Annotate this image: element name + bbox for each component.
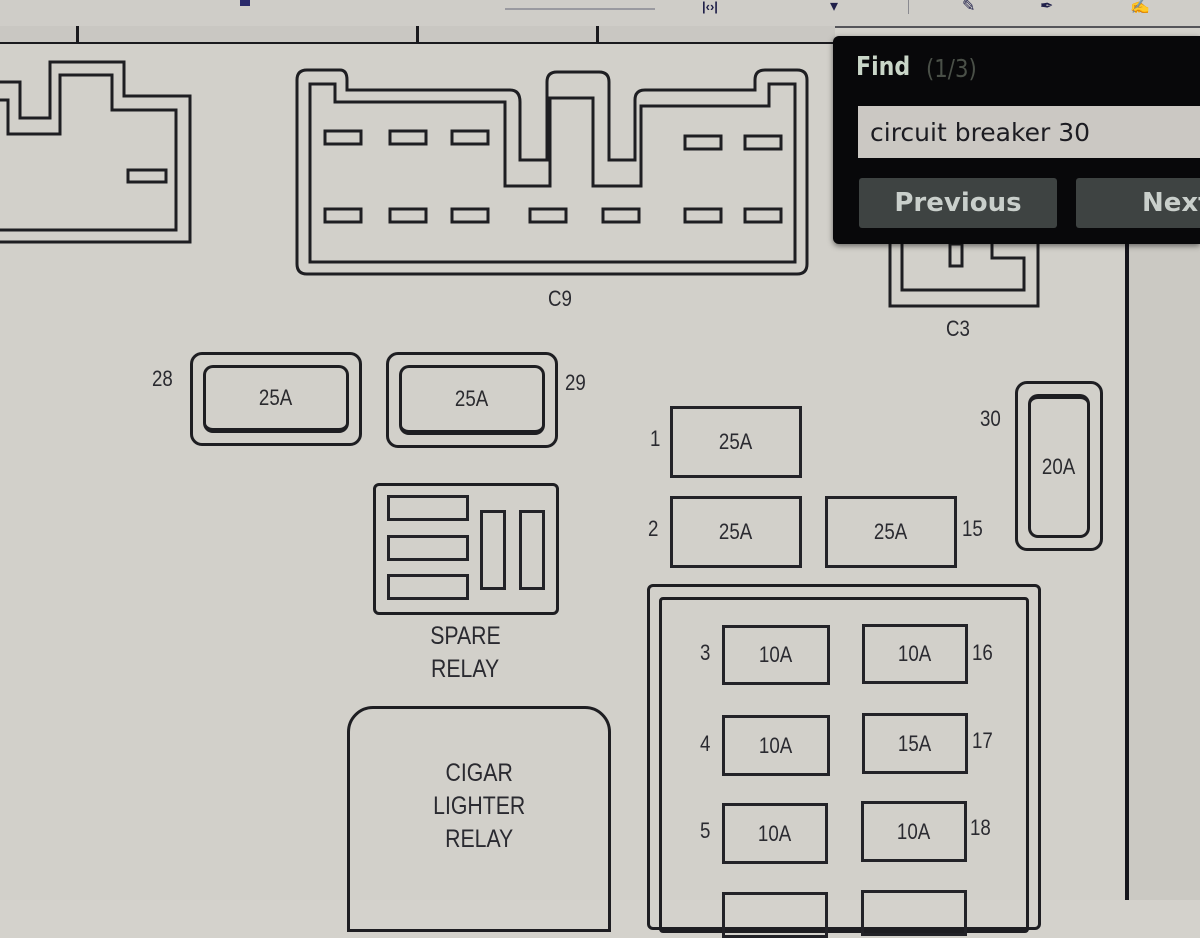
fuse-rating: 10A	[758, 820, 792, 846]
connector-pin	[388, 207, 428, 224]
fuse-partial[interactable]	[861, 890, 967, 936]
fuse-number: 2	[648, 516, 659, 541]
connector-pin	[683, 207, 723, 224]
fuse-17[interactable]: 15A	[862, 713, 968, 774]
label-line: RELAY	[430, 655, 500, 683]
fuse-number: 16	[972, 640, 993, 665]
connector-pin	[126, 168, 168, 184]
fuse-rating: 10A	[759, 642, 793, 667]
connector-pin	[450, 207, 490, 224]
viewer-toolbar: |‹›| ▾ ✎ ✒ ✍	[0, 0, 1200, 28]
breaker-number: 28	[152, 366, 173, 391]
breaker-number: 30	[980, 406, 1001, 431]
connector-pin	[323, 207, 363, 224]
fuse-rating: 25A	[719, 519, 753, 544]
circuit-breaker-30[interactable]: 20A	[1015, 381, 1103, 551]
header-tick	[596, 26, 599, 42]
fuse-3[interactable]: 10A	[722, 625, 830, 685]
fuse-rating: 10A	[898, 641, 932, 666]
label-line: RELAY	[444, 825, 514, 853]
relay-terminal	[480, 510, 506, 590]
breaker-number: 29	[565, 370, 586, 395]
find-dialog: Find (1/3) Previous Next	[833, 36, 1200, 244]
fuse-rating: 25A	[874, 519, 908, 544]
cigar-lighter-relay[interactable]: CIGAR LIGHTER RELAY	[347, 706, 611, 932]
connector-pin	[948, 242, 964, 268]
fuse-number: 4	[700, 731, 711, 756]
fuse-2[interactable]: 25A	[670, 496, 802, 568]
chevron-down-icon[interactable]: ▾	[830, 0, 839, 15]
connector-pin	[323, 129, 363, 146]
breaker-rating: 20A	[1042, 454, 1076, 479]
mini-fuse-panel	[647, 584, 1041, 933]
breaker-rating: 25A	[259, 385, 293, 410]
find-title: Find	[856, 52, 911, 82]
fuse-5[interactable]: 10A	[722, 803, 828, 864]
toolbar-divider-line	[505, 8, 655, 10]
circuit-breaker-28[interactable]: 25A	[190, 352, 362, 446]
connector-c3	[888, 242, 1040, 308]
fuse-partial[interactable]	[722, 892, 828, 938]
find-result-count: (1/3)	[926, 54, 977, 83]
label-line: LIGHTER	[432, 792, 526, 820]
connector-pin	[528, 207, 568, 224]
fuse-16[interactable]: 10A	[862, 624, 968, 684]
next-button[interactable]: Next	[1076, 178, 1200, 228]
relay-terminal	[387, 495, 469, 521]
fuse-number: 17	[972, 728, 993, 753]
pin-icon[interactable]	[240, 0, 250, 6]
label-line: SPARE	[429, 622, 501, 650]
label-line: CIGAR	[445, 759, 513, 787]
connector-pin	[743, 134, 783, 151]
connector-pin	[743, 207, 783, 224]
fuse-number: 15	[962, 516, 983, 541]
fuse-rating: 10A	[897, 818, 931, 844]
fuse-4[interactable]: 10A	[722, 715, 830, 776]
page-edge	[1125, 44, 1129, 900]
connector-pin	[450, 129, 490, 146]
connector-pin	[683, 134, 723, 151]
relay-terminal	[519, 510, 545, 590]
connector-pin	[601, 207, 641, 224]
relay-terminal	[387, 535, 469, 561]
text-width-icon[interactable]: |‹›|	[702, 0, 718, 14]
previous-button[interactable]: Previous	[859, 178, 1057, 228]
circuit-breaker-29[interactable]: 25A	[386, 352, 558, 448]
relay-terminal	[387, 574, 469, 600]
find-input[interactable]	[858, 106, 1200, 158]
spare-relay-label: SPARE RELAY	[405, 620, 525, 686]
breaker-rating: 25A	[455, 386, 489, 411]
connector-label-c3: C3	[946, 316, 970, 341]
highlight-icon[interactable]: ✒	[1040, 0, 1054, 15]
spare-relay[interactable]	[373, 483, 559, 615]
fuse-18[interactable]: 10A	[861, 801, 967, 862]
draw-icon[interactable]: ✍	[1130, 0, 1150, 15]
comment-icon[interactable]: ✎	[962, 0, 976, 15]
header-tick	[416, 26, 419, 42]
page-header-strip	[0, 26, 835, 46]
connector-label-c9: C9	[548, 286, 572, 311]
toolbar-separator	[908, 0, 909, 14]
fuse-number: 1	[650, 426, 661, 451]
header-tick	[76, 26, 79, 42]
connector-c9	[295, 68, 809, 276]
fuse-rating: 10A	[759, 732, 793, 758]
left-connector	[0, 60, 192, 244]
fuse-15[interactable]: 25A	[825, 496, 957, 568]
fuse-number: 18	[970, 815, 991, 840]
fuse-number: 3	[700, 640, 711, 665]
connector-pin	[388, 129, 428, 146]
fuse-rating: 15A	[898, 730, 932, 756]
fuse-rating: 25A	[719, 429, 753, 454]
fuse-number: 5	[700, 818, 711, 843]
fuse-1[interactable]: 25A	[670, 406, 802, 478]
